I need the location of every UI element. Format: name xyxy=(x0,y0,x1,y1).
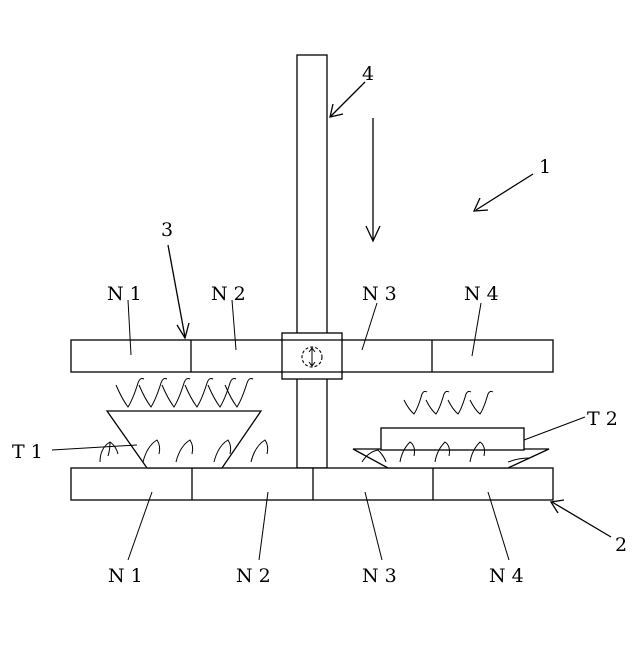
ref-arrow-1 xyxy=(474,174,533,211)
ref-label-2: 2 xyxy=(615,534,627,556)
ref-label-1: 1 xyxy=(539,156,551,178)
ref-label-3: 3 xyxy=(161,219,173,241)
tray-label-t1: T 1 xyxy=(12,441,43,463)
upper-zone-label-2: N 2 xyxy=(211,283,246,305)
ref-arrow-3 xyxy=(168,245,189,338)
lower-n1-leader xyxy=(128,492,152,560)
motion-arrow xyxy=(366,118,380,241)
tray-label-t2: T 2 xyxy=(587,408,618,430)
tray-t1 xyxy=(107,411,261,468)
upper-zone-label-1: N 1 xyxy=(107,283,142,305)
lower-zone-label-2: N 2 xyxy=(236,565,271,587)
ref-arrow-4 xyxy=(330,82,365,117)
lower-n2-leader xyxy=(259,492,268,560)
tray-t2 xyxy=(353,428,549,468)
lower-plate xyxy=(71,468,553,500)
upper-zone-label-4: N 4 xyxy=(464,283,499,305)
upper-zone-label-3: N 3 xyxy=(362,283,397,305)
ref-arrow-2 xyxy=(551,500,611,537)
t1-leader xyxy=(52,445,137,450)
plants-left-upper xyxy=(116,379,253,408)
ref-label-4: 4 xyxy=(362,63,374,85)
lower-zone-label-3: N 3 xyxy=(362,565,397,587)
t2-leader xyxy=(524,417,585,440)
lower-n4-leader xyxy=(488,492,509,560)
plants-right-upper xyxy=(404,391,493,414)
lower-n3-leader xyxy=(365,492,382,560)
shaft xyxy=(297,55,327,468)
lower-zone-label-4: N 4 xyxy=(489,565,524,587)
shaft-collar xyxy=(282,333,342,379)
lower-zone-label-1: N 1 xyxy=(108,565,143,587)
